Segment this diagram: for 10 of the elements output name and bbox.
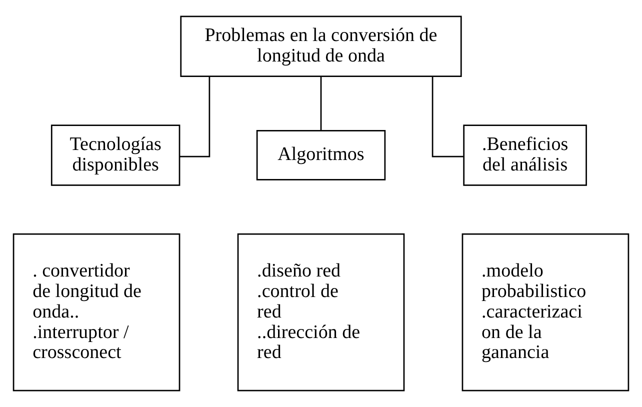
connector [180, 76, 210, 158]
node-box: .modelo probabilistico .caracterizaci on de la ganancia [462, 233, 630, 392]
node-box: . convertidor de longitud de onda.. .interruptor / crossconect [12, 233, 180, 392]
node-box: .Beneficios del análisis [463, 124, 587, 186]
node-box: .diseño red .control de red ..dirección de red [237, 233, 405, 392]
node-box: Tecnologías disponibles [50, 124, 180, 186]
connector [432, 76, 464, 158]
node-box: Algoritmos [256, 130, 386, 180]
node-box: Problemas en la conversión de longitud de onda [180, 16, 462, 77]
connector [320, 76, 322, 131]
